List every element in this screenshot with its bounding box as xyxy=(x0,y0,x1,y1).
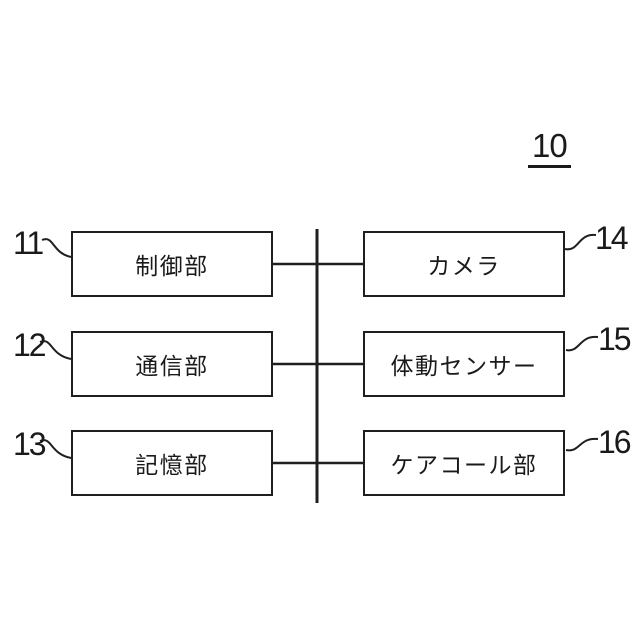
block-control-unit-label: 制御部 xyxy=(135,253,209,279)
block-control-unit: 制御部 xyxy=(71,231,273,297)
leader-line-14 xyxy=(564,233,597,251)
ref-label-16: 16 xyxy=(598,424,632,460)
leader-line-12 xyxy=(39,340,72,360)
block-body-motion-sensor-label: 体動センサー xyxy=(390,353,538,379)
block-body-motion-sensor: 体動センサー xyxy=(363,331,565,397)
leader-line-16 xyxy=(565,437,599,452)
figure-number: 10 xyxy=(528,129,571,168)
block-camera-label: カメラ xyxy=(427,253,501,279)
ref-label-11: 11 xyxy=(13,225,44,261)
leader-line-15 xyxy=(565,335,599,352)
ref-label-13: 13 xyxy=(13,426,47,462)
block-communication-unit-label: 通信部 xyxy=(135,353,209,379)
block-communication-unit: 通信部 xyxy=(71,331,273,397)
block-memory-unit: 記憶部 xyxy=(71,430,273,496)
leader-line-13 xyxy=(39,439,72,459)
ref-label-15: 15 xyxy=(598,321,632,357)
leader-line-11 xyxy=(41,238,72,258)
ref-label-12: 12 xyxy=(13,327,47,363)
block-care-call-unit-label: ケアコール部 xyxy=(390,452,538,478)
block-camera: カメラ xyxy=(363,231,565,297)
ref-label-14: 14 xyxy=(595,220,629,256)
block-memory-unit-label: 記憶部 xyxy=(135,452,209,478)
block-care-call-unit: ケアコール部 xyxy=(363,430,565,496)
